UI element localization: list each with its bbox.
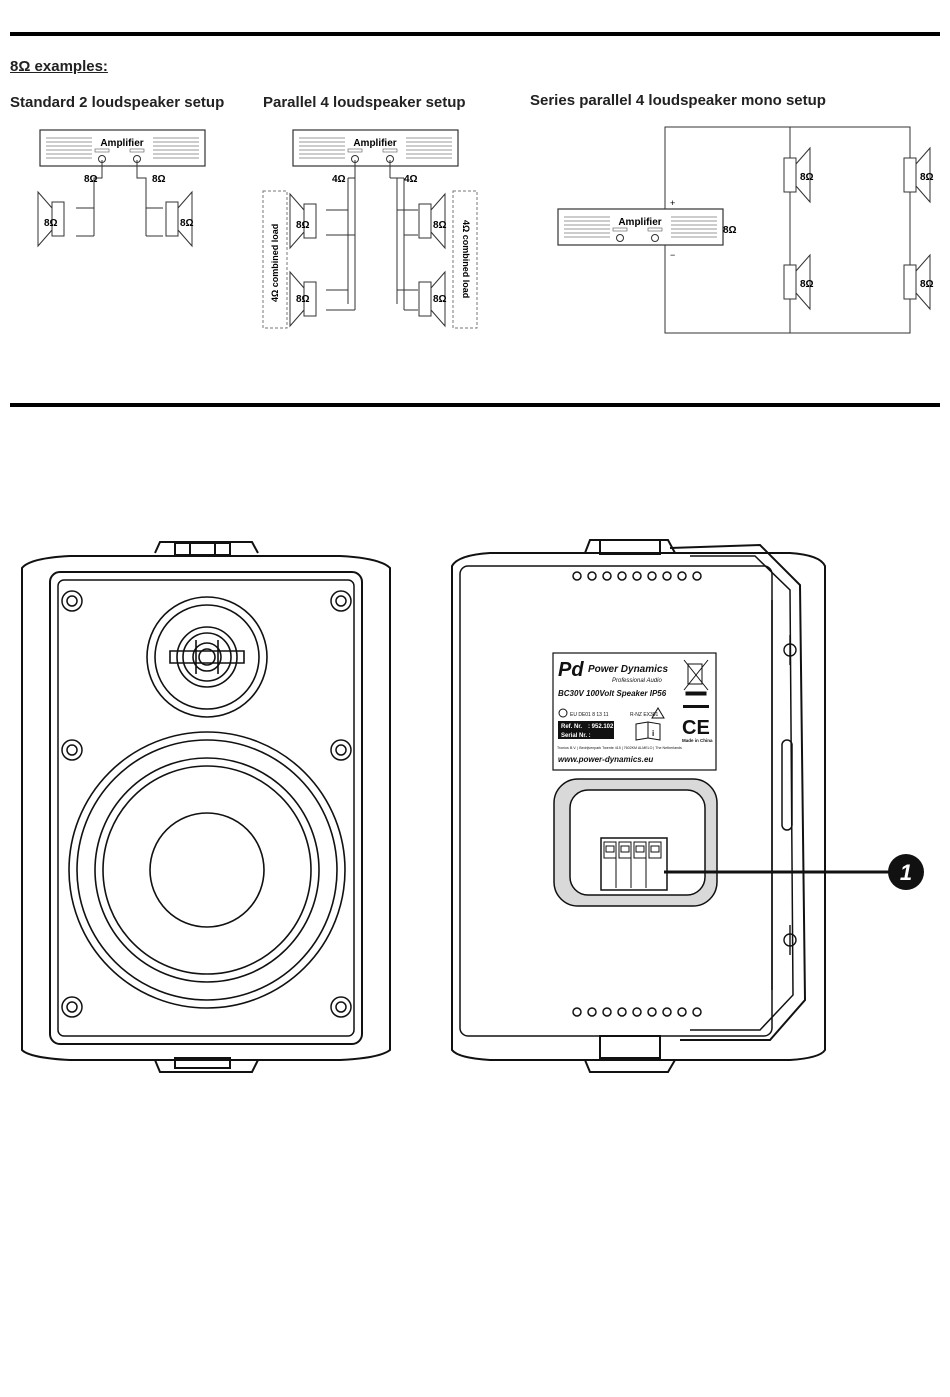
amplifier-label: Amplifier [353,138,396,149]
heading-parallel-setup: Parallel 4 loudspeaker setup [263,94,466,111]
impedance-label: 8Ω [723,225,737,236]
label-made-in: Made in China [682,738,713,743]
examples-title: 8Ω examples: [10,58,108,75]
label-model: BC30V 100Volt Speaker IP56 [558,689,667,698]
label-serial: Serial Nr. : [561,733,591,739]
impedance-label: 8Ω [44,218,58,229]
parallel-setup-diagram: Amplifier 4Ω 4Ω 8Ω 8Ω 8Ω 8Ω 4Ω combined … [262,129,478,329]
impedance-label: 4Ω [332,174,346,185]
speaker-front-view [21,541,391,1073]
middle-divider [10,403,940,407]
impedance-label: 8Ω [296,294,310,305]
speaker-terminal [553,778,718,907]
ce-mark: CE [682,717,710,739]
label-ref: Ref. Nr. [561,724,582,730]
heading-standard-setup: Standard 2 loudspeaker setup [10,94,225,111]
amplifier-label: Amplifier [100,138,143,149]
label-brand: Power Dynamics [588,664,668,675]
impedance-label: 4Ω [404,174,418,185]
info-icon: i [652,729,654,738]
speaker-back-view [451,539,826,1073]
label-ref-value: : 952.102 [588,724,614,730]
certification-icon [558,708,568,718]
manual-book-icon [635,721,661,741]
impedance-label: 8Ω [433,294,447,305]
impedance-label: 8Ω [800,279,814,290]
impedance-label: 8Ω [84,174,98,185]
top-divider [10,32,940,36]
impedance-label: 8Ω [800,172,814,183]
combined-load-label: 4Ω combined load [270,224,280,302]
screw-icon [61,590,352,1018]
wiring-diagrams: Amplifier 8Ω 8Ω 8Ω 8Ω Amplifier [37,126,934,334]
label-cert-left: EU DE01 8 13 11 [570,712,609,718]
product-label-content: Pd Power Dynamics Professional Audio BC3… [557,659,713,764]
amplifier-label: Amplifier [618,217,661,228]
product-label [552,652,717,771]
standard-setup-diagram: Amplifier 8Ω 8Ω 8Ω 8Ω [37,129,206,247]
label-address: Tronios B.V. | Bedrijvenpark Twente 415 … [557,746,682,750]
series-parallel-diagram: Amplifier 8Ω + − 8Ω 8Ω 8Ω 8Ω [557,126,934,334]
combined-load-label: 4Ω combined load [461,220,471,298]
tweeter [146,596,268,718]
callout-1: 1 [664,854,924,890]
pd-logo: Pd [558,659,584,681]
label-brand-sub: Professional Audio [612,678,662,684]
impedance-label: 8Ω [180,218,194,229]
heading-series-parallel-setup: Series parallel 4 loudspeaker mono setup [530,92,826,109]
plus-label: + [670,198,675,208]
label-cert-right: R-NZ EX301 [630,712,659,718]
impedance-label: 8Ω [920,279,934,290]
rcm-icon [651,707,665,719]
weee-bin-icon [683,659,709,696]
label-url: www.power-dynamics.eu [558,755,653,764]
woofer [68,731,346,1009]
minus-label: − [670,250,675,260]
impedance-label: 8Ω [433,220,447,231]
callout-number: 1 [900,860,912,885]
impedance-label: 8Ω [152,174,166,185]
impedance-label: 8Ω [920,172,934,183]
impedance-label: 8Ω [296,220,310,231]
